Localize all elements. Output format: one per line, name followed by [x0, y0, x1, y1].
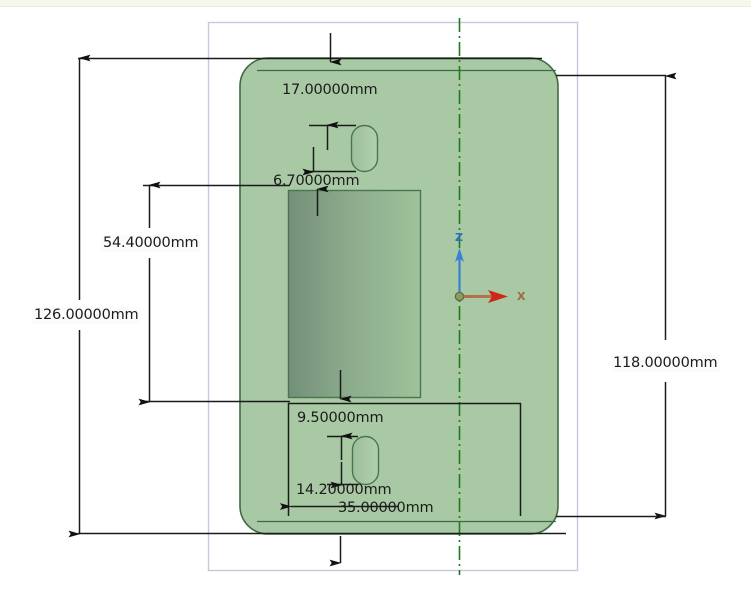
dimension-label-9-5[interactable]: 9.50000mm	[297, 410, 384, 426]
z-axis-label: Z	[455, 231, 463, 244]
dimension-14-2[interactable]	[327, 432, 358, 489]
dimension-label-14-2[interactable]: 14.20000mm	[296, 482, 392, 498]
dimension-label-54-4[interactable]: 54.40000mm	[101, 235, 201, 252]
dimension-126[interactable]	[68, 54, 566, 538]
origin-axis-triad[interactable]	[454, 248, 508, 303]
dimension-label-35[interactable]: 35.00000mm	[338, 500, 434, 516]
dimension-label-118[interactable]: 118.00000mm	[611, 355, 720, 372]
bottom-slot[interactable]	[351, 435, 380, 486]
window-top-strip	[0, 0, 751, 7]
dimension-label-17[interactable]: 17.00000mm	[282, 82, 378, 98]
construction-bounding-box	[207, 21, 579, 572]
central-pocket[interactable]	[287, 189, 422, 399]
dimension-54-4[interactable]	[138, 181, 290, 406]
x-axis-label: X	[517, 290, 526, 303]
dimension-9-5[interactable]	[287, 370, 522, 516]
top-slot[interactable]	[350, 124, 379, 173]
dimension-label-6-7[interactable]: 6.70000mm	[273, 173, 360, 189]
dimension-118[interactable]	[556, 72, 677, 520]
dimension-label-126[interactable]: 126.00000mm	[32, 307, 141, 324]
dimension-6-7[interactable]	[302, 121, 356, 176]
